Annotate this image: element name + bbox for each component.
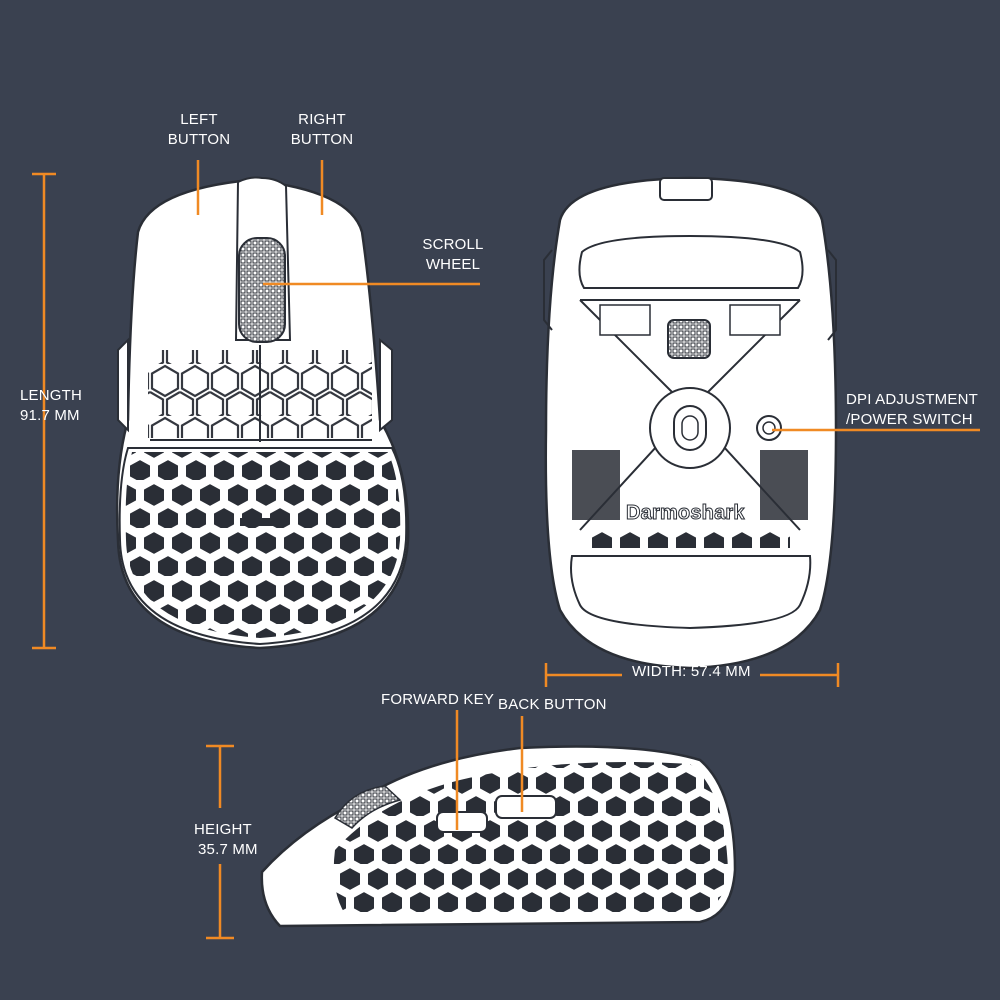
label-scroll-wheel: SCROLL WHEEL (422, 236, 484, 273)
mouse-top-view-icon (115, 176, 410, 650)
mouse-side-view-icon (260, 745, 737, 928)
label-dpi-switch: DPI ADJUSTMENT /POWER SWITCH (846, 391, 978, 428)
brand-logo: Darmoshark (626, 502, 746, 524)
label-forward-key: FORWARD KEY (381, 691, 495, 708)
label-length: LENGTH 91.7 MM (20, 387, 83, 424)
label-right-button: RIGHT BUTTON (290, 111, 354, 148)
label-height: HEIGHT 35.7 MM (194, 821, 258, 858)
dimension-lines (32, 160, 980, 940)
label-left-button: LEFT BUTTON (167, 111, 231, 148)
label-width: WIDTH: 57.4 MM (632, 663, 751, 680)
mouse-bottom-view-icon (543, 176, 838, 670)
label-back-button: BACK BUTTON (498, 696, 607, 713)
